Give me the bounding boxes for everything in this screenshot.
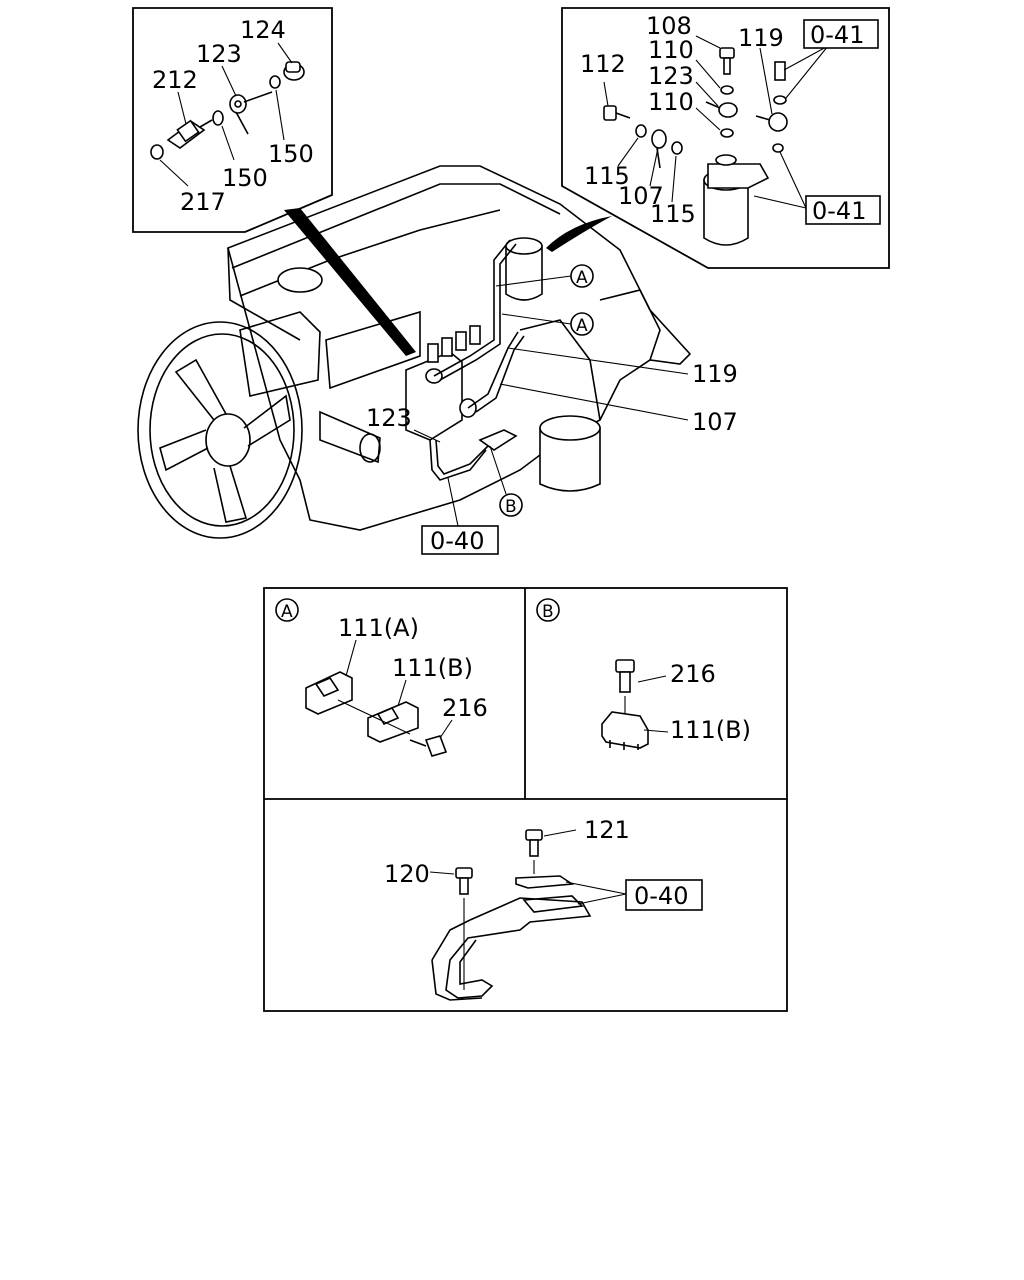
ref-box-0-40 (625, 879, 703, 911)
label-111b: 111(B) (392, 654, 473, 682)
label-112: 112 (580, 50, 626, 78)
label-121: 121 (584, 816, 630, 844)
part-111a-clamp (305, 671, 353, 715)
injection-pump (405, 325, 481, 441)
inset-fuel-filter: 108 119 110 123 110 112 115 107 115 0-41… (561, 7, 890, 269)
callout-b (499, 493, 523, 517)
clamp-block (515, 875, 584, 913)
part-115-washer-right (671, 141, 683, 155)
label-123: 123 (366, 404, 412, 432)
oil-filter (539, 415, 601, 492)
ref-0-40: 0-40 (634, 882, 688, 910)
label-111b: 111(B) (670, 716, 751, 744)
part-112-bolt (603, 105, 631, 121)
label-110-upper: 110 (648, 36, 694, 64)
label-107: 107 (692, 408, 738, 436)
label-110-lower: 110 (648, 88, 694, 116)
part-216-bolt (409, 735, 448, 757)
part-107-eye-fitting (651, 129, 667, 169)
label-120: 120 (384, 860, 430, 888)
detail-b-badge (536, 598, 560, 622)
callout-a-lower-label: A (576, 316, 588, 336)
part-115-washer-left (635, 124, 647, 138)
callout-b-label: B (505, 497, 517, 517)
detail-b: B 216 111(B) (536, 598, 751, 750)
part-150-washer-upper (269, 75, 281, 89)
mounting-washer-lower (772, 143, 784, 153)
fuel-filter (703, 154, 770, 246)
detail-a-badge (275, 598, 299, 622)
part-108-bolt (719, 47, 735, 75)
part-111b-clamp (601, 711, 649, 750)
ref-box-0-41-lower (805, 195, 881, 225)
ref-0-40: 0-40 (430, 527, 484, 555)
label-119: 119 (738, 24, 784, 52)
mounting-bolt (774, 61, 786, 81)
part-119-eye-fitting (755, 112, 788, 132)
mounting-washer-upper (773, 95, 787, 105)
label-150-right: 150 (268, 140, 314, 168)
detail-panel: A 111(A) 111(B) 216 B (263, 587, 788, 1012)
engine-view: A A B 119 107 123 0-40 (137, 165, 738, 555)
label-107: 107 (618, 182, 664, 210)
label-123: 123 (196, 40, 242, 68)
part-121-bolt (525, 829, 543, 857)
label-216: 216 (442, 694, 488, 722)
ref-box-0-41-upper (803, 19, 879, 49)
part-110-washer-upper (720, 85, 734, 95)
label-115-right: 115 (650, 200, 696, 228)
pointer-wedge-left (284, 208, 416, 356)
label-150-left: 150 (222, 164, 268, 192)
part-123-eye-connector (229, 91, 273, 135)
ref-0-41-lower: 0-41 (812, 197, 866, 225)
label-115-left: 115 (584, 162, 630, 190)
part-123-eye-fitting (705, 101, 738, 118)
engine-fuel-filter (505, 237, 543, 301)
engine-block (227, 165, 692, 531)
part-217-washer (150, 144, 164, 160)
inset-sensor-fittings: 124 123 212 150 150 217 (132, 7, 333, 233)
label-217: 217 (180, 188, 226, 216)
label-124: 124 (240, 16, 286, 44)
detail-a-badge-label: A (281, 602, 293, 622)
label-108: 108 (646, 12, 692, 40)
label-212: 212 (152, 66, 198, 94)
fuel-pipes (429, 239, 525, 481)
label-111a: 111(A) (338, 614, 419, 642)
ref-box-0-40 (421, 525, 499, 555)
part-111b-clamp (367, 701, 419, 743)
part-212-sensor (166, 119, 213, 149)
ref-0-41-upper: 0-41 (810, 21, 864, 49)
part-124-cap (283, 61, 305, 81)
pointer-wedge-right (546, 216, 612, 252)
detail-b-badge-label: B (542, 602, 554, 622)
label-216: 216 (670, 660, 716, 688)
part-216-bolt (615, 659, 635, 693)
mounting-bracket (431, 897, 592, 1001)
label-123: 123 (648, 62, 694, 90)
detail-a: A 111(A) 111(B) 216 (275, 598, 488, 757)
part-110-washer-lower (720, 128, 734, 138)
callout-a-upper-label: A (576, 268, 588, 288)
part-120-bolt (455, 867, 473, 895)
bracket-detail: 121 120 0-40 (384, 816, 703, 1001)
label-119: 119 (692, 360, 738, 388)
cooling-fan (137, 321, 303, 539)
part-150-washer-lower (212, 110, 224, 126)
